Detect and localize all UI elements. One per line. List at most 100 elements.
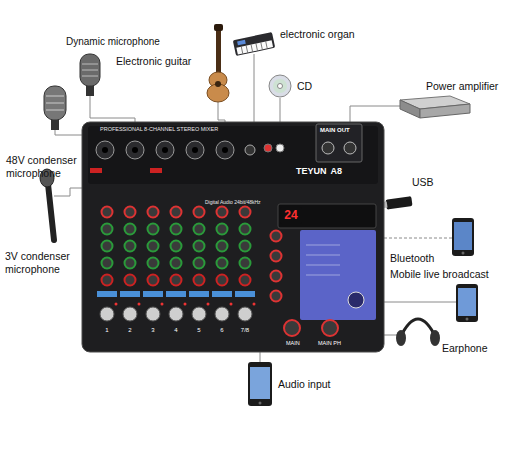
- wires: [54, 54, 456, 362]
- wire: [376, 238, 452, 239]
- knob: [148, 207, 159, 218]
- dynamic-microphone-icon: [80, 54, 100, 96]
- peak-led: [115, 303, 118, 306]
- level-knob: [238, 307, 252, 321]
- guitar-icon: [207, 24, 229, 102]
- knob: [125, 224, 136, 235]
- device-label: Earphone: [442, 342, 488, 355]
- channel-number: 7/8: [241, 327, 249, 334]
- knob: [102, 241, 113, 252]
- power-amplifier-icon: [400, 96, 470, 118]
- knob: [194, 258, 205, 269]
- peak-led: [230, 303, 233, 306]
- brand-name: TEYUN: [296, 166, 327, 177]
- level-knob: [123, 307, 137, 321]
- peak-led: [138, 303, 141, 306]
- phone-icon: [248, 362, 272, 406]
- knob: [194, 207, 205, 218]
- output-label: MAIN OUT: [320, 127, 350, 134]
- knob: [271, 251, 282, 262]
- knob: [194, 275, 205, 286]
- device-label: USB: [412, 176, 434, 189]
- knob: [125, 241, 136, 252]
- device-label: Dynamic microphone: [66, 36, 160, 48]
- channel-strip: [189, 291, 209, 297]
- knob: [271, 271, 282, 282]
- device-label: Bluetooth: [390, 252, 434, 265]
- control-label: MAIN PH: [318, 340, 341, 347]
- knob: [217, 224, 228, 235]
- device-label: electronic organ: [280, 28, 355, 41]
- channel-number: 1: [105, 327, 108, 334]
- knob: [171, 224, 182, 235]
- knob: [171, 207, 182, 218]
- main-knob: [284, 320, 300, 336]
- channel-number: 6: [220, 327, 223, 334]
- knob: [271, 231, 282, 242]
- level-knob: [146, 307, 160, 321]
- display-digits: 24: [284, 208, 297, 222]
- knob: [171, 275, 182, 286]
- knob: [102, 224, 113, 235]
- device-label: CD: [297, 80, 312, 93]
- knob: [125, 258, 136, 269]
- level-knob: [215, 307, 229, 321]
- peak-led: [161, 303, 164, 306]
- keyboard-icon: [233, 32, 275, 56]
- channel-number: 3: [151, 327, 154, 334]
- channel-number: 4: [174, 327, 177, 334]
- knob: [217, 258, 228, 269]
- knob: [125, 207, 136, 218]
- device-label: Mobile live broadcast: [390, 268, 489, 281]
- device-label: Electronic guitar: [116, 55, 191, 68]
- panel-heading: PROFESSIONAL 8-CHANNEL STEREO MIXER: [100, 126, 218, 133]
- knob: [194, 224, 205, 235]
- spec-label: Digital Audio 24bit/48kHz: [205, 199, 261, 205]
- knob: [102, 275, 113, 286]
- knob: [217, 275, 228, 286]
- channel-strip: [212, 291, 232, 297]
- knob: [271, 291, 282, 302]
- knob: [148, 275, 159, 286]
- knob: [148, 241, 159, 252]
- knob: [240, 275, 251, 286]
- channel-number: 2: [128, 327, 131, 334]
- peak-led: [207, 303, 210, 306]
- level-knob: [100, 307, 114, 321]
- knob: [240, 224, 251, 235]
- knob: [171, 241, 182, 252]
- knob: [240, 241, 251, 252]
- device-label: 48V condenser microphone: [6, 154, 88, 179]
- knob: [102, 207, 113, 218]
- channel-strip: [120, 291, 140, 297]
- knob: [171, 258, 182, 269]
- handheld-microphone-icon: [40, 169, 54, 240]
- knob: [102, 258, 113, 269]
- knob: [148, 258, 159, 269]
- channel-strip: [97, 291, 117, 297]
- knob: [194, 241, 205, 252]
- wire: [376, 302, 456, 303]
- mixer-body: [82, 122, 384, 352]
- cd-icon: [269, 75, 291, 97]
- device-label: Power amplifier: [426, 80, 498, 93]
- knob: [240, 258, 251, 269]
- level-knob: [169, 307, 183, 321]
- phone-icon: [452, 218, 474, 256]
- channel-number: 5: [197, 327, 200, 334]
- control-label: MAIN: [286, 340, 300, 347]
- model-name: A8: [331, 166, 343, 177]
- knob: [125, 275, 136, 286]
- device-label: 3V condenser microphone: [5, 250, 87, 275]
- channel-strip: [166, 291, 186, 297]
- level-display: 24: [280, 207, 302, 224]
- channel-strip: [143, 291, 163, 297]
- condenser-microphone-icon: [44, 86, 66, 130]
- peak-led: [184, 303, 187, 306]
- level-knob: [192, 307, 206, 321]
- device-label: Audio input: [278, 378, 331, 391]
- peak-led: [253, 303, 256, 306]
- headphone-icon: [396, 319, 440, 346]
